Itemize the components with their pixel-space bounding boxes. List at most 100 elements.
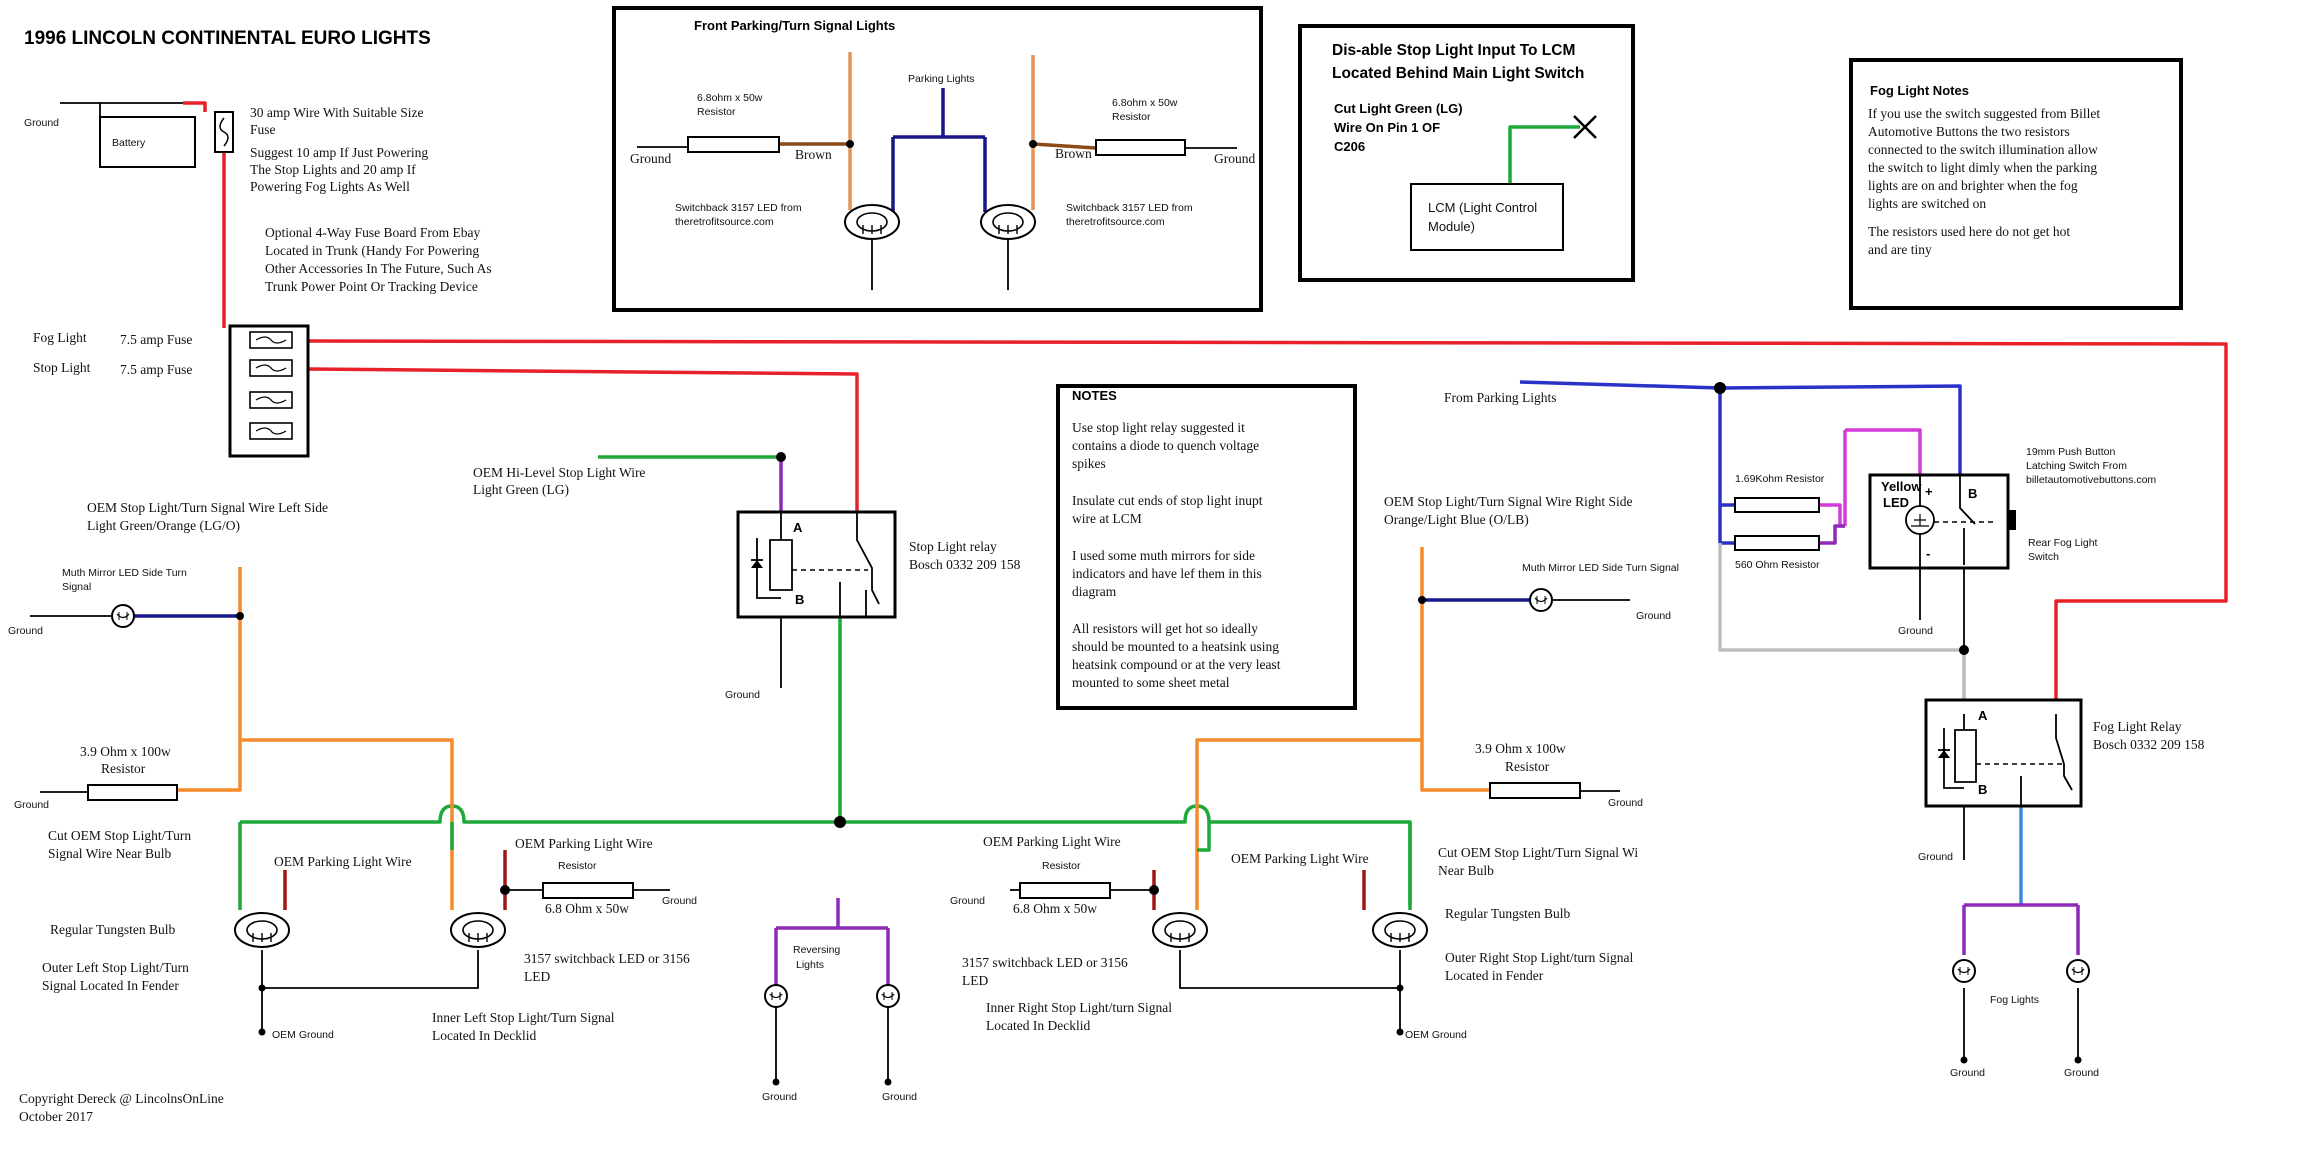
fog-switch-ground: Ground bbox=[1898, 625, 1933, 637]
reversing-wiring bbox=[774, 898, 890, 1082]
stop-light-relay bbox=[736, 510, 897, 619]
right-r2-ground: Ground bbox=[950, 895, 985, 907]
fog-resistor-1-69k bbox=[1734, 497, 1820, 513]
svg-text:Ground: Ground bbox=[882, 1091, 917, 1103]
fog-notes-text: If you use the switch suggested from Bil… bbox=[1868, 106, 2100, 257]
svg-text:should be mounted to a heatsin: should be mounted to a heatsink using bbox=[1072, 639, 1279, 654]
svg-text:Regular Tungsten Bulb: Regular Tungsten Bulb bbox=[1445, 906, 1571, 921]
left-switchback-bulb bbox=[450, 912, 506, 948]
right-resistor-ground: Ground bbox=[1608, 797, 1643, 809]
svg-text:6.8ohm x 50w: 6.8ohm x 50w bbox=[1112, 97, 1178, 109]
svg-text:OEM Parking Light Wire: OEM Parking Light Wire bbox=[983, 834, 1121, 849]
svg-text:Muth Mirror LED Side Turn Sign: Muth Mirror LED Side Turn Signal bbox=[1522, 562, 1679, 574]
svg-text:Signal: Signal bbox=[62, 581, 91, 593]
svg-text:B: B bbox=[1968, 486, 1977, 501]
svg-text:contains a diode to quench vol: contains a diode to quench voltage bbox=[1072, 438, 1259, 453]
svg-text:connected to the switch illumi: connected to the switch illumination all… bbox=[1868, 142, 2098, 157]
fog-light-relay bbox=[1924, 698, 2083, 808]
svg-text:theretrofitsource.com: theretrofitsource.com bbox=[675, 216, 774, 228]
svg-text:3157 switchback LED or 3156: 3157 switchback LED or 3156 bbox=[962, 955, 1128, 970]
stop-relay-ground: Ground bbox=[725, 689, 760, 701]
svg-text:Switch: Switch bbox=[2028, 551, 2059, 563]
svg-text:30 amp Wire With Suitable Size: 30 amp Wire With Suitable Size bbox=[250, 105, 424, 120]
svg-text:LED: LED bbox=[524, 969, 550, 984]
svg-text:If you use the switch suggeste: If you use the switch suggested from Bil… bbox=[1868, 106, 2100, 121]
front-ground-right: Ground bbox=[1214, 151, 1255, 166]
svg-text:spikes: spikes bbox=[1072, 456, 1106, 471]
right-oem-ground: OEM Ground bbox=[1405, 1029, 1467, 1041]
cut-x-icon bbox=[1573, 115, 1597, 139]
battery-ground-label: Ground bbox=[24, 117, 59, 129]
left-mirror-ground: Ground bbox=[8, 625, 43, 637]
parking-lights-label: Parking Lights bbox=[908, 73, 975, 85]
svg-text:3.9 Ohm x 100w: 3.9 Ohm x 100w bbox=[1475, 741, 1566, 756]
svg-text:Switchback 3157 LED from: Switchback 3157 LED from bbox=[1066, 202, 1193, 214]
svg-text:heatsink compound or at the ve: heatsink compound or at the very least bbox=[1072, 657, 1281, 672]
lcm-box bbox=[1298, 24, 1635, 282]
svg-text:OEM Parking Light Wire: OEM Parking Light Wire bbox=[274, 854, 412, 869]
svg-text:the switch to light dimly when: the switch to light dimly when the parki… bbox=[1868, 160, 2097, 175]
right-tungsten-bulb bbox=[1372, 912, 1428, 948]
front-resistor-left bbox=[687, 136, 780, 153]
lcm-title-1: Dis-able Stop Light Input To LCM bbox=[1332, 42, 1575, 59]
fog-lamp-left bbox=[1952, 959, 1976, 983]
right-wiring bbox=[1010, 547, 1630, 1032]
svg-text:Optional 4-Way Fuse Board From: Optional 4-Way Fuse Board From Ebay bbox=[265, 225, 481, 240]
left-resistor-ground: Ground bbox=[14, 799, 49, 811]
svg-text:Resistor: Resistor bbox=[697, 106, 736, 118]
notes-text: Use stop light relay suggested it contai… bbox=[1072, 420, 1281, 690]
svg-text:Fuse: Fuse bbox=[250, 122, 276, 137]
svg-text:Module): Module) bbox=[1428, 219, 1475, 234]
svg-text:LCM (Light Control: LCM (Light Control bbox=[1428, 200, 1537, 215]
svg-text:OEM Parking Light Wire: OEM Parking Light Wire bbox=[1231, 851, 1369, 866]
svg-text:OEM Stop Light/Turn Signal Wir: OEM Stop Light/Turn Signal Wire Left Sid… bbox=[87, 500, 328, 515]
svg-text:The resistors used here do not: The resistors used here do not get hot bbox=[1868, 224, 2070, 239]
svg-text:Resistor: Resistor bbox=[1112, 111, 1151, 123]
svg-text:LED: LED bbox=[962, 973, 988, 988]
rear-fog-switch[interactable] bbox=[1868, 473, 2016, 570]
svg-text:B: B bbox=[1978, 782, 1987, 797]
svg-text:+: + bbox=[1925, 484, 1933, 499]
svg-text:3.9 Ohm x 100w: 3.9 Ohm x 100w bbox=[80, 744, 171, 759]
svg-text:Stop Light relay: Stop Light relay bbox=[909, 539, 997, 554]
left-r2-ground: Ground bbox=[662, 895, 697, 907]
svg-text:Other Accessories In The Futur: Other Accessories In The Future, Such As bbox=[265, 261, 492, 276]
right-resistor-6-8 bbox=[1019, 882, 1111, 899]
svg-text:Outer Left Stop Light/Turn: Outer Left Stop Light/Turn bbox=[42, 960, 189, 975]
lcm-title-2: Located Behind Main Light Switch bbox=[1332, 65, 1584, 82]
left-mirror-lamp bbox=[111, 604, 135, 628]
svg-text:Regular Tungsten Bulb: Regular Tungsten Bulb bbox=[50, 922, 176, 937]
svg-text:6.8ohm x 50w: 6.8ohm x 50w bbox=[697, 92, 763, 104]
right-mirror-ground: Ground bbox=[1636, 610, 1671, 622]
svg-text:indicators and have lef them i: indicators and have lef them in this bbox=[1072, 566, 1262, 581]
svg-text:Trunk Power Point Or Tracking: Trunk Power Point Or Tracking Device bbox=[265, 279, 478, 294]
svg-text:and are tiny: and are tiny bbox=[1868, 242, 1932, 257]
svg-text:LED: LED bbox=[1883, 495, 1909, 510]
notes-box bbox=[1056, 384, 1357, 710]
right-mirror-lamp bbox=[1529, 588, 1553, 612]
reversing-lamp-left bbox=[764, 984, 788, 1008]
front-box-title: Front Parking/Turn Signal Lights bbox=[694, 18, 895, 33]
notes-title: NOTES bbox=[1072, 388, 1117, 403]
fog-lights-label: Fog Lights bbox=[1990, 994, 2039, 1006]
svg-text:Cut OEM Stop Light/Turn: Cut OEM Stop Light/Turn bbox=[48, 828, 191, 843]
svg-text:lights are on and brighter whe: lights are on and brighter when the fog bbox=[1868, 178, 2078, 193]
fog-lamp-right bbox=[2066, 959, 2090, 983]
svg-text:Brown: Brown bbox=[795, 147, 832, 162]
fog-resistor-560 bbox=[1734, 535, 1820, 551]
lcm-module bbox=[1410, 183, 1564, 251]
svg-text:OEM Parking Light Wire: OEM Parking Light Wire bbox=[515, 836, 653, 851]
svg-text:Bosch 0332 209 158: Bosch 0332 209 158 bbox=[2093, 737, 2205, 752]
svg-text:-: - bbox=[1926, 546, 1930, 561]
svg-text:Automotive Buttons the two res: Automotive Buttons the two resistors bbox=[1868, 124, 2070, 139]
svg-text:Wire On Pin 1 OF: Wire On Pin 1 OF bbox=[1334, 120, 1440, 135]
svg-text:Suggest 10 amp If Just Powerin: Suggest 10 amp If Just Powering bbox=[250, 145, 428, 160]
svg-text:Insulate cut ends of stop ligh: Insulate cut ends of stop light inupt bbox=[1072, 493, 1263, 508]
svg-text:Light Green/Orange (LG/O): Light Green/Orange (LG/O) bbox=[87, 518, 240, 533]
svg-text:Rear Fog Light: Rear Fog Light bbox=[2028, 537, 2098, 549]
svg-text:Powering Fog Lights As Well: Powering Fog Lights As Well bbox=[250, 179, 410, 194]
svg-text:19mm Push Button: 19mm Push Button bbox=[2026, 446, 2115, 458]
svg-text:C206: C206 bbox=[1334, 139, 1365, 154]
reversing-lamp-right bbox=[876, 984, 900, 1008]
